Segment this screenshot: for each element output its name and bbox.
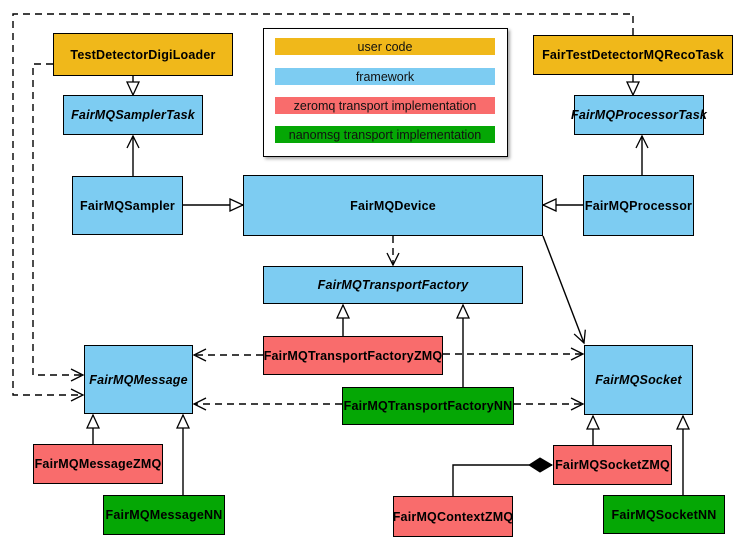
legend-item-nanomsg: nanomsg transport implementation: [275, 126, 495, 143]
legend-item-framework: framework: [275, 68, 495, 85]
legend-item-zeromq: zeromq transport implementation: [275, 97, 495, 114]
node-fairmq-transport-factory-nn: FairMQTransportFactoryNN: [342, 387, 514, 425]
node-fairmq-socket-nn: FairMQSocketNN: [603, 495, 725, 534]
node-fair-test-detector-mq-reco-task: FairTestDetectorMQRecoTask: [533, 35, 733, 75]
node-fairmq-device: FairMQDevice: [243, 175, 543, 236]
node-fairmq-socket: FairMQSocket: [584, 345, 693, 415]
node-fairmq-sampler: FairMQSampler: [72, 176, 183, 235]
node-fairmq-socket-zmq: FairMQSocketZMQ: [553, 445, 672, 485]
node-fairmq-transport-factory: FairMQTransportFactory: [263, 266, 523, 304]
node-fairmq-context-zmq: FairMQContextZMQ: [393, 496, 513, 537]
node-fairmq-message: FairMQMessage: [84, 345, 193, 414]
edge-contextzmq-socketzmq: [452, 457, 553, 496]
node-fairmq-message-nn: FairMQMessageNN: [103, 495, 225, 535]
node-fairmq-processor-task: FairMQProcessorTask: [571, 95, 707, 135]
node-fairmq-processor: FairMQProcessor: [583, 175, 694, 236]
node-fairmq-transport-factory-zmq: FairMQTransportFactoryZMQ: [263, 336, 443, 375]
edge-recotask-message: [12, 13, 634, 402]
edge-device-socket: [542, 235, 586, 345]
node-fairmq-sampler-task: FairMQSamplerTask: [63, 95, 203, 135]
node-fairmq-message-zmq: FairMQMessageZMQ: [33, 444, 163, 484]
legend-item-user-code: user code: [275, 38, 495, 55]
legend-box: user code framework zeromq transport imp…: [263, 28, 508, 157]
node-test-detector-digi-loader: TestDetectorDigiLoader: [53, 33, 233, 76]
